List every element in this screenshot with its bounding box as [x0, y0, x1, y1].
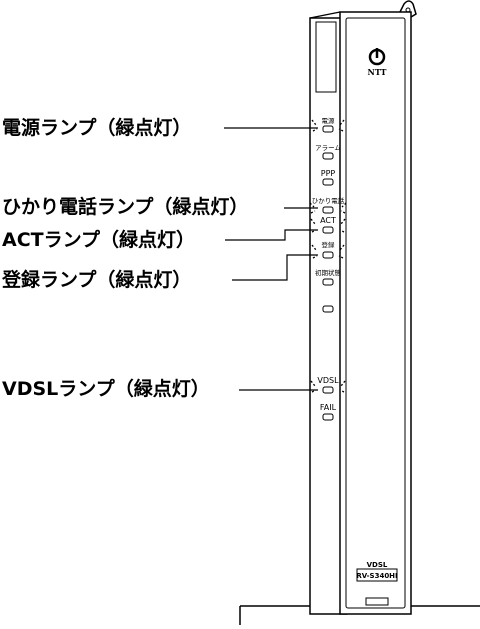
- callout-vdsl-lamp: VDSLランプ（緑点灯）: [2, 378, 210, 400]
- led-init: [322, 278, 334, 286]
- led-act: [322, 226, 334, 234]
- led-label-alarm: アラーム: [315, 144, 341, 152]
- led-label-act: ACT: [320, 216, 336, 225]
- leader-lines: [224, 127, 318, 391]
- led-fail: [322, 413, 334, 421]
- led-alarm: [322, 152, 334, 160]
- led-label-init: 初期状態: [315, 268, 342, 277]
- led-label-ppp: PPP: [321, 169, 336, 178]
- router-body: [309, 0, 417, 615]
- plate-line2: RV-S340HI: [356, 572, 397, 580]
- led-vdsl: [322, 386, 334, 394]
- power-button[interactable]: [368, 48, 386, 66]
- brand-logo: NTT: [368, 67, 387, 77]
- led-label-vdsl: VDSL: [317, 376, 339, 385]
- led-register: [322, 251, 334, 259]
- led-label-register: 登録: [322, 240, 336, 249]
- led-label-hikari: ひかり電話: [312, 196, 345, 205]
- led-ppp: [322, 178, 334, 186]
- model-plate: VDSL RV-S340HI: [356, 561, 398, 582]
- callout-act-lamp: ACTランプ（緑点灯）: [2, 229, 196, 251]
- led-label-power: 電源: [322, 116, 336, 125]
- led-label-fail: FAIL: [320, 403, 337, 412]
- callout-power-lamp: 電源ランプ（緑点灯）: [2, 117, 192, 139]
- callout-register-lamp: 登録ランプ（緑点灯）: [2, 269, 192, 291]
- led-power: [322, 125, 334, 133]
- plate-line1: VDSL: [367, 561, 388, 569]
- led-extra: [322, 305, 334, 313]
- led-hikari: [322, 206, 334, 214]
- callout-hikari-lamp: ひかり電話ランプ（緑点灯）: [2, 196, 249, 218]
